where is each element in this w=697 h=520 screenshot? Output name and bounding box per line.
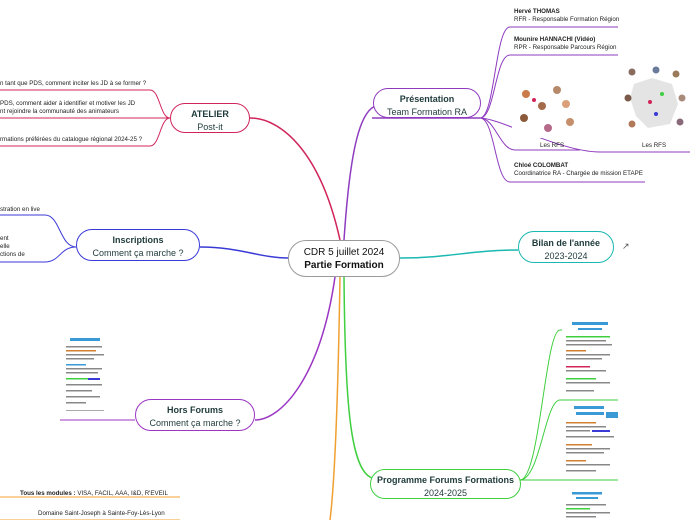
team-member-1-role: RFR - Responsable Formation Région xyxy=(514,16,620,23)
connector-team-2 xyxy=(479,54,618,119)
team-member-2-name: Mounire HANNACHI (Vidéo) xyxy=(514,36,596,43)
inscriptions-item-2: ent xyxy=(0,235,9,242)
branch-atelier-subtitle: Post-it xyxy=(197,122,223,132)
programme-thumbnail-3 xyxy=(562,490,618,520)
central-topic-line1: CDR 5 juillet 2024 xyxy=(303,247,385,258)
branch-inscriptions-title: Inscriptions xyxy=(112,235,164,245)
programme-thumbnail-1 xyxy=(562,320,618,398)
rfs-map-image-1 xyxy=(512,82,584,138)
connector-inscriptions xyxy=(199,246,289,259)
connector-rfs-1 xyxy=(479,117,580,151)
atelier-item-2: PDS, comment aider à identifier et motiv… xyxy=(0,100,136,107)
team-member-1: Hervé THOMAS RFR - Responsable Formation… xyxy=(514,8,619,24)
branch-atelier[interactable]: ATELIER Post-it xyxy=(170,103,250,133)
branch-programme-subtitle: 2024-2025 xyxy=(423,488,468,498)
connector-programme xyxy=(343,276,373,479)
connector-atelier xyxy=(249,117,341,241)
external-link-icon[interactable]: ↗ xyxy=(622,241,630,251)
branch-bilan-title: Bilan de l'année xyxy=(531,238,601,248)
team-member-3-role: Coordinatrice RA - Chargée de mission ET… xyxy=(514,170,643,177)
hors-forums-document-thumbnail xyxy=(64,336,106,416)
connector-bilan xyxy=(399,249,519,259)
branch-programme[interactable]: Programme Forums Formations 2024-2025 xyxy=(370,469,521,499)
branch-inscriptions[interactable]: Inscriptions Comment ça marche ? xyxy=(76,229,200,261)
team-member-3-name: Chloé COLOMBAT xyxy=(514,162,569,169)
branch-hors-forums-title: Hors Forums xyxy=(166,405,223,415)
atelier-item-1: n tant que PDS, comment inciter les JD à… xyxy=(0,80,147,87)
branch-bilan[interactable]: Bilan de l'année 2023-2024 xyxy=(518,231,614,263)
central-topic-line2: Partie Formation xyxy=(304,260,384,271)
atelier-item-2b: nt rejoindre la communauté des animateur… xyxy=(0,108,120,115)
branch-hors-forums[interactable]: Hors Forums Comment ça marche ? xyxy=(135,399,255,431)
team-member-3: Chloé COLOMBAT Coordinatrice RA - Chargé… xyxy=(514,162,643,178)
branch-hors-forums-subtitle: Comment ça marche ? xyxy=(149,418,241,428)
connector-prog-1 xyxy=(519,399,618,481)
connector-bottom xyxy=(329,276,341,520)
branch-presentation-title: Présentation xyxy=(399,94,455,104)
branch-programme-title: Programme Forums Formations xyxy=(376,475,515,485)
rfs-label-2: Les RFS xyxy=(642,142,667,149)
location-text: Domaine Saint-Joseph à Sainte-Foy-Lès-Ly… xyxy=(38,510,165,517)
modules-line: Tous les modules : VISA, FACIL, AAA, I&D… xyxy=(20,490,168,498)
branch-atelier-title: ATELIER xyxy=(191,109,229,119)
atelier-item-3: rmations préférées du catalogue régional… xyxy=(0,136,143,143)
connector-atelier-1 xyxy=(0,89,171,119)
team-member-2: Mounire HANNACHI (Vidéo) RPR - Responsab… xyxy=(514,36,617,52)
connector-team-1 xyxy=(479,26,618,119)
branch-presentation[interactable]: Présentation Team Formation RA xyxy=(373,88,481,118)
connector-team-3 xyxy=(479,117,645,183)
branch-inscriptions-subtitle: Comment ça marche ? xyxy=(92,248,184,258)
modules-label: Tous les modules : xyxy=(20,490,76,497)
connector-hors-forums xyxy=(254,276,336,421)
central-topic[interactable]: CDR 5 juillet 2024 Partie Formation xyxy=(288,240,400,277)
rfs-map-image-2 xyxy=(622,64,688,140)
inscriptions-item-3: elle xyxy=(0,243,10,250)
modules-list: VISA, FACIL, AAA, I&D, R'EVEIL xyxy=(75,490,168,497)
branch-presentation-subtitle: Team Formation RA xyxy=(386,107,468,117)
team-member-1-name: Hervé THOMAS xyxy=(514,8,560,15)
programme-thumbnail-2 xyxy=(562,404,622,478)
inscriptions-item-1: stration en live xyxy=(0,206,40,213)
connector-insc-2 xyxy=(0,246,77,263)
rfs-label-1: Les RFS xyxy=(540,142,565,149)
team-member-2-role: RPR - Responsable Parcours Région xyxy=(514,44,617,51)
branch-bilan-subtitle: 2023-2024 xyxy=(544,251,588,261)
connector-insc-1 xyxy=(0,214,77,248)
inscriptions-item-4: ctions de xyxy=(0,251,25,258)
connector-presentation xyxy=(343,104,381,241)
connector-atelier-3 xyxy=(0,117,171,147)
connector-prog-3 xyxy=(519,329,618,481)
